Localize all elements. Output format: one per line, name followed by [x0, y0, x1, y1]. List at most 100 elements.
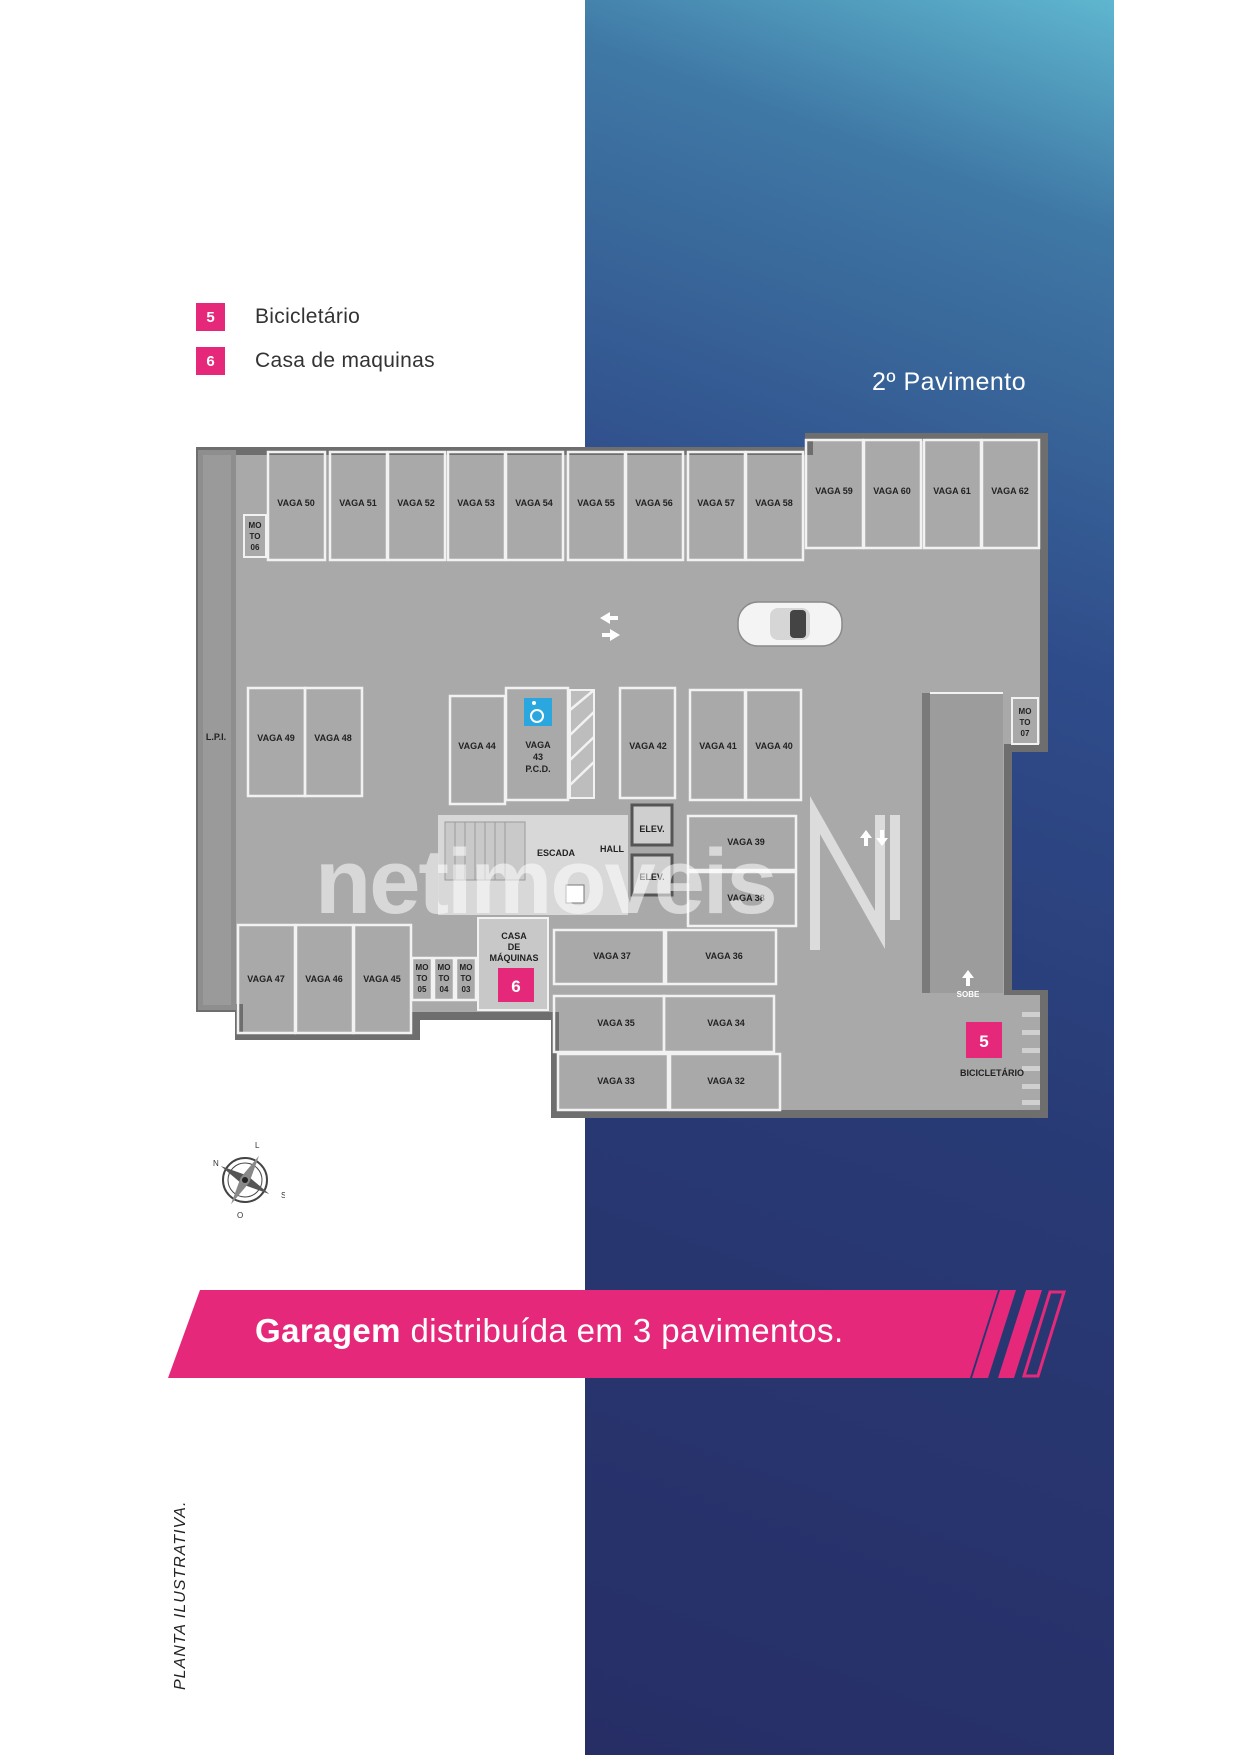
spot-label: VAGA 53 [457, 498, 495, 508]
escada-label: ESCADA [537, 848, 576, 858]
pcd-label: 43 [533, 752, 543, 762]
spot-label: VAGA 50 [277, 498, 315, 508]
side-note: PLANTA ILUSTRATIVA. [172, 1500, 189, 1690]
building-core [438, 803, 674, 915]
pcd-label: VAGA [525, 740, 551, 750]
moto-07-spot [1011, 697, 1039, 745]
legend-badge: 6 [196, 347, 225, 375]
casa-label: DE [508, 942, 521, 952]
moto-label: TO [1020, 718, 1031, 727]
spot-label: VAGA 32 [707, 1076, 745, 1086]
banner [168, 1290, 1068, 1378]
moto-label: 03 [462, 985, 471, 994]
moto-label: MO [249, 521, 262, 530]
car-icon [737, 601, 843, 647]
casa-label: CASA [501, 931, 527, 941]
right-spots [686, 814, 798, 928]
moto-label: MO [416, 963, 429, 972]
pcd-stripes [569, 689, 595, 799]
watermark-text: netimoveis [315, 831, 778, 933]
lpi-label: L.P.I. [206, 732, 226, 742]
moto-label: TO [461, 974, 472, 983]
banner-text-rest: distribuída em 3 pavimentos. [400, 1312, 844, 1349]
spot-label: VAGA 52 [397, 498, 435, 508]
spot-label: VAGA 59 [815, 486, 853, 496]
ramp [922, 692, 1003, 993]
moto-label: MO [1019, 707, 1032, 716]
moto-label: 06 [251, 543, 260, 552]
spot-label: VAGA 38 [727, 893, 765, 903]
moto-label: TO [250, 532, 261, 541]
compass-letter: O [237, 1211, 243, 1220]
compass-letter: L [255, 1141, 260, 1150]
spot-label: VAGA 34 [707, 1018, 745, 1028]
moto-label: 05 [418, 985, 427, 994]
spot-label: VAGA 46 [305, 974, 343, 984]
compass-letter: N [213, 1159, 219, 1168]
legend-label: Bicicletário [255, 305, 361, 328]
moto-label: TO [439, 974, 450, 983]
moto-label: MO [460, 963, 473, 972]
spot-label: VAGA 61 [933, 486, 971, 496]
middle-spots [246, 686, 803, 806]
bike-badge [966, 1022, 1002, 1058]
pcd-label: P.C.D. [525, 764, 550, 774]
elev-label: ELEV. [639, 824, 664, 834]
spot-label: VAGA 57 [697, 498, 735, 508]
spot-label: VAGA 37 [593, 951, 631, 961]
wheelchair-icon [524, 698, 552, 726]
spot-label: VAGA 62 [991, 486, 1029, 496]
spot-label: VAGA 49 [257, 733, 295, 743]
sobe-label: SOBE [957, 990, 980, 999]
legend-badge: 5 [196, 303, 225, 331]
legend: 5 Bicicletário 6 Casa de maquinas [196, 303, 435, 391]
pcd-spot [504, 686, 570, 802]
spot-label: VAGA 54 [515, 498, 553, 508]
hall-label: HALL [600, 844, 624, 854]
banner-text: Garagem distribuída em 3 pavimentos. [255, 1312, 844, 1350]
spot-label: VAGA 58 [755, 498, 793, 508]
bike-rack-icon [1022, 1012, 1040, 1105]
spot-label: VAGA 36 [705, 951, 743, 961]
legend-item-casa-maquinas: 6 Casa de maquinas [196, 347, 435, 375]
moto-06-spot [243, 514, 267, 558]
spot-label: VAGA 56 [635, 498, 673, 508]
spot-label: VAGA 39 [727, 837, 765, 847]
spot-label: VAGA 35 [597, 1018, 635, 1028]
bike-badge-number: 5 [979, 1032, 988, 1051]
top-row-spots [266, 438, 1041, 562]
spot-label: VAGA 60 [873, 486, 911, 496]
casa-label: MÁQUINAS [490, 953, 539, 963]
watermark-logo-icon [810, 795, 900, 950]
spot-label: VAGA 55 [577, 498, 615, 508]
plan-slab [196, 433, 1048, 1118]
elev-label: ELEV. [639, 872, 664, 882]
floor-title: 2º Pavimento [872, 368, 1027, 396]
moto-label: MO [438, 963, 451, 972]
compass-letter: S [281, 1191, 285, 1200]
spot-label: VAGA 47 [247, 974, 285, 984]
spot-label: VAGA 45 [363, 974, 401, 984]
moto-label: TO [417, 974, 428, 983]
spot-label: VAGA 42 [629, 741, 667, 751]
bottom-right-spots [552, 928, 782, 1112]
banner-text-bold: Garagem [255, 1312, 401, 1349]
moto-label: 07 [1021, 729, 1030, 738]
casa-badge [498, 968, 534, 1002]
direction-arrows-icon [600, 612, 620, 641]
spot-label: VAGA 33 [597, 1076, 635, 1086]
spot-label: VAGA 44 [458, 741, 496, 751]
spot-label: VAGA 48 [314, 733, 352, 743]
spot-label: VAGA 51 [339, 498, 377, 508]
compass-icon: N L S O [205, 1140, 286, 1225]
top-row-labels: VAGA 50 VAGA 51 VAGA 52 VAGA 53 VAGA 54 … [277, 486, 1029, 508]
casa-badge-number: 6 [511, 977, 520, 996]
moto-label: 04 [440, 985, 449, 994]
bike-label: BICICLETÁRIO [960, 1068, 1024, 1078]
spot-label: VAGA 41 [699, 741, 737, 751]
legend-item-bicicletario: 5 Bicicletário [196, 303, 435, 331]
legend-label: Casa de maquinas [255, 349, 435, 372]
spot-label: VAGA 40 [755, 741, 793, 751]
bottom-left-spots [236, 923, 478, 1035]
